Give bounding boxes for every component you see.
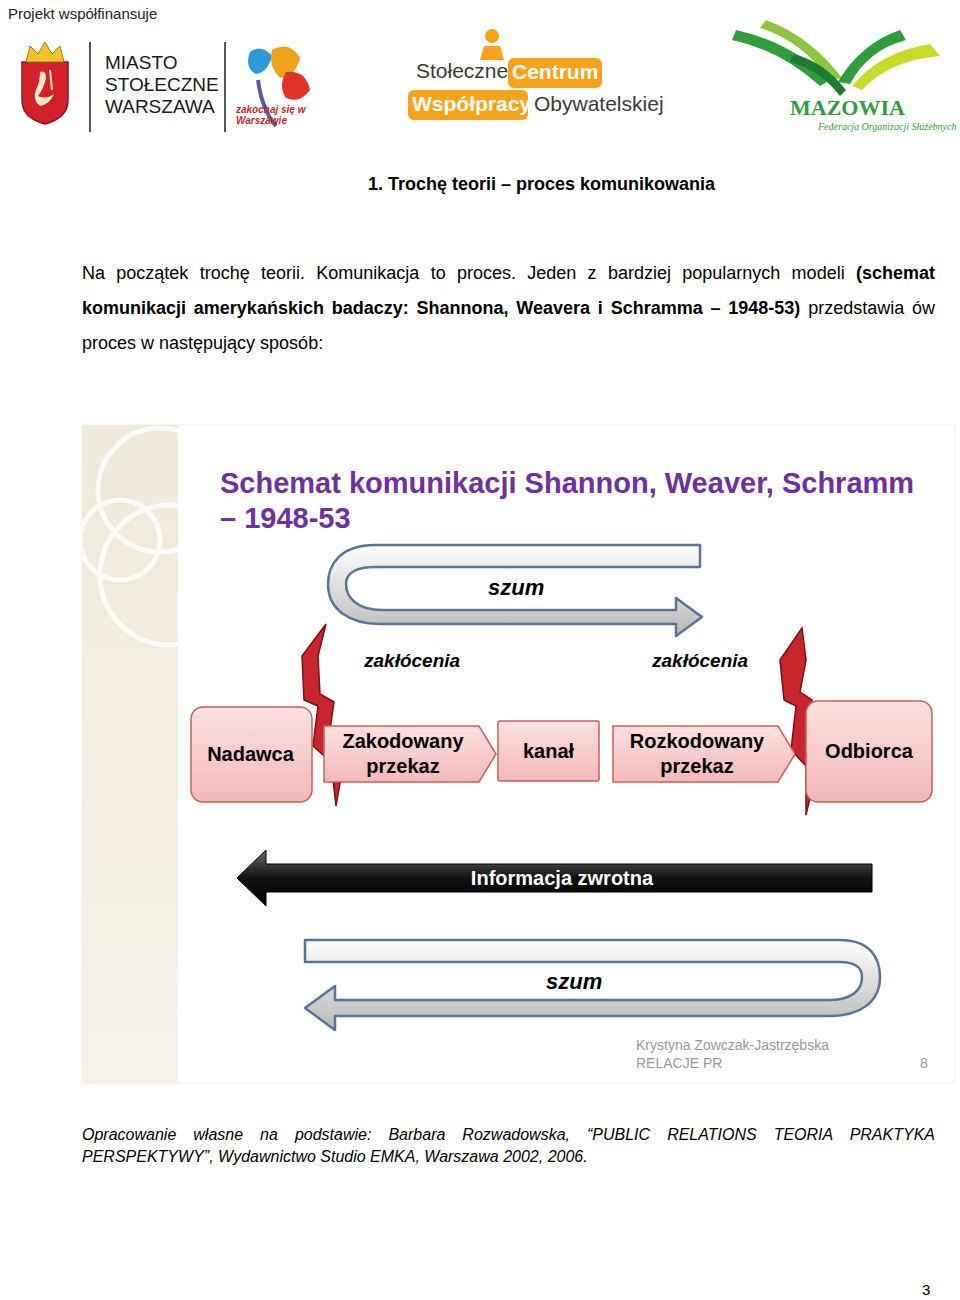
diagram-title: Schemat komunikacji Shannon, Weaver, Sch… <box>220 466 935 536</box>
logo-text: Współpracy <box>412 91 531 116</box>
noise-label: szum <box>546 969 602 995</box>
noise-label: szum <box>488 575 544 601</box>
feedback-label: Informacja zwrotna <box>471 866 653 890</box>
box-shape <box>806 701 932 802</box>
mazowia-logo <box>732 20 940 96</box>
noise-arrow <box>328 545 702 636</box>
box-shape <box>191 707 312 802</box>
warsaw-crest <box>22 42 68 124</box>
logo-text: MAZOWIA <box>790 95 905 121</box>
feedback-arrow <box>237 850 872 906</box>
logo-text: Federacja Organizacji Służebnych <box>818 121 957 133</box>
box-shape <box>498 721 599 781</box>
slide-number: 8 <box>920 1055 928 1072</box>
process-box: Nadawca <box>190 706 313 803</box>
slide-background <box>80 425 955 1083</box>
page-number: 3 <box>922 1281 930 1299</box>
box-text: Odbiorca <box>825 739 913 764</box>
box-shape <box>613 726 795 782</box>
slide-footer: RELACJE PR <box>636 1055 722 1072</box>
divider <box>89 42 91 132</box>
section-heading: 1. Trochę teorii – proces komunikowania <box>368 173 715 195</box>
noise-arrow <box>305 940 880 1030</box>
header-note: Projekt współfinansuje <box>8 5 157 23</box>
logo-text: Stołeczne <box>416 58 508 83</box>
logo-text: Centrum <box>512 59 598 84</box>
source-caption: Opracowanie własne na podstawie: Barbara… <box>82 1124 935 1168</box>
process-box: Rozkodowany przekaz <box>612 725 796 783</box>
process-box: Zakodowany przekaz <box>323 725 497 783</box>
intro-paragraph: Na początek trochę teorii. Komunikacja t… <box>82 256 935 361</box>
interference-label: zakłócenia <box>652 649 748 672</box>
box-text: Nadawca <box>207 742 294 767</box>
logo-text: MIASTO STOŁECZNE WARSZAWA <box>105 52 219 118</box>
process-box: kanał <box>497 720 600 782</box>
slide-author: Krystyna Zowczak-Jastrzębska <box>636 1037 829 1054</box>
box-text: Rozkodowany przekaz <box>620 729 774 779</box>
logo-text: Obywatelskiej <box>534 91 664 116</box>
interference-label: zakłócenia <box>364 649 460 672</box>
paragraph-text: Na początek trochę teorii. Komunikacja t… <box>82 263 845 283</box>
box-shape <box>324 726 496 782</box>
box-text: Zakodowany przekaz <box>331 729 475 779</box>
box-text: kanał <box>523 739 574 764</box>
divider <box>224 42 226 132</box>
logo-text: zakochaj się w Warszawie <box>236 104 306 126</box>
process-box: Odbiorca <box>805 700 933 803</box>
